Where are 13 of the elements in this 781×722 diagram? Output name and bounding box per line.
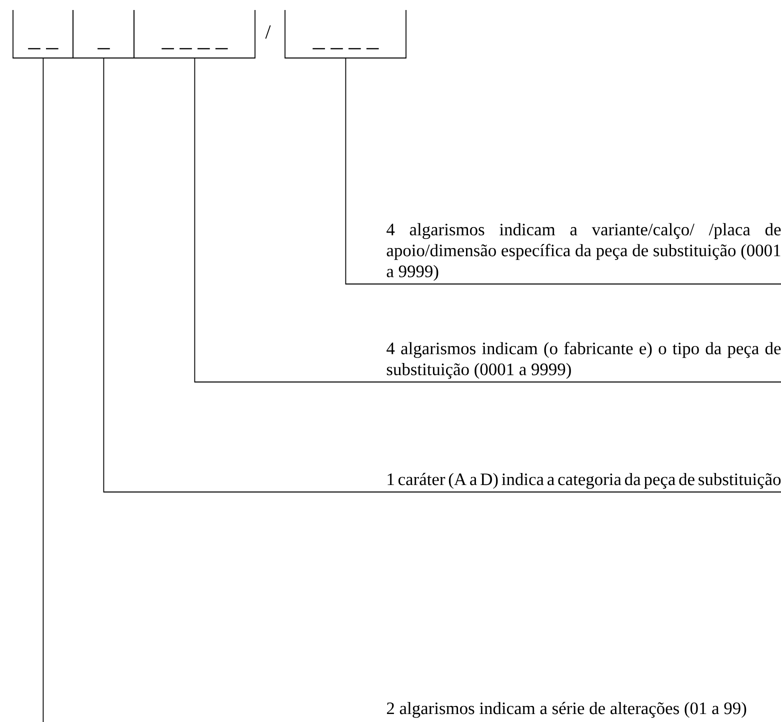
description-text: 4 algarismos indicam a variante/calço/ /placa de apoio/dimensão específica da peça de substituição (0001 a 9999)	[386, 223, 781, 281]
digit-box: _ _	[12, 10, 74, 58]
description-text: 1 caráter (A a D) indica a categoria da peça de substituição	[388, 472, 781, 489]
digit-box: _ _ _ _	[134, 10, 256, 58]
digit-box: _	[72, 10, 134, 58]
leader-line	[194, 58, 781, 382]
digit-box: _ _ _ _	[284, 10, 406, 58]
leader-line	[345, 58, 781, 284]
description-text: 2 algarismos indicam a série de alterações (01 a 99)	[386, 702, 746, 718]
description-text: 4 algarismos indicam (o fabricante e) o tipo da peça de substituição (0001 a 9999)	[386, 342, 781, 379]
leader-line	[103, 58, 781, 492]
leader-line	[42, 58, 44, 722]
separator-slash: /	[265, 25, 271, 39]
